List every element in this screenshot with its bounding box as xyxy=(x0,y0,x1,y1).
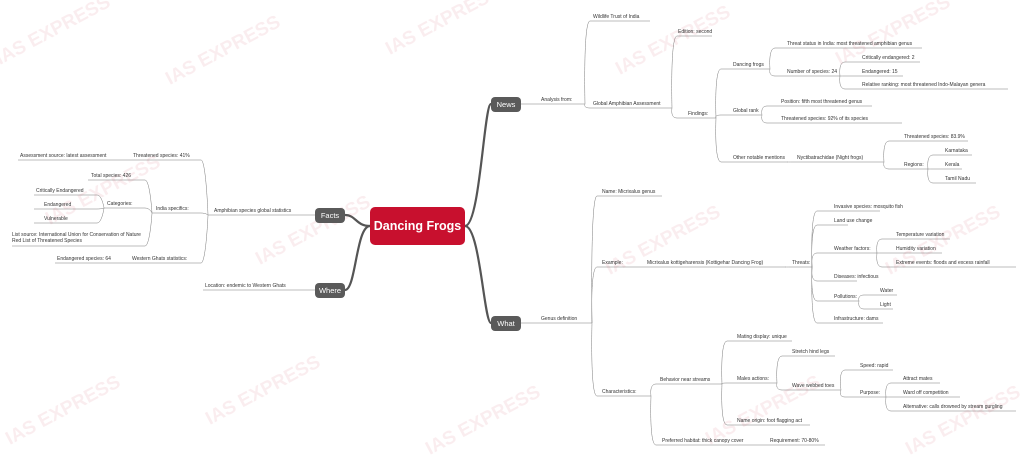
node-purpose[interactable]: Purpose: xyxy=(860,390,881,396)
node-mating-display[interactable]: Mating display: unique xyxy=(737,334,787,340)
node-regions[interactable]: Regions: xyxy=(904,162,924,168)
node-weather-factors[interactable]: Weather factors: xyxy=(834,246,871,252)
node-alternative[interactable]: Alternative: calls drowned by stream gur… xyxy=(903,404,1003,410)
node-diseases[interactable]: Diseases: infectious xyxy=(834,274,879,280)
node-threatened-41[interactable]: Threatened species: 41% xyxy=(133,153,190,159)
node-males-actions[interactable]: Males actions: xyxy=(737,376,769,382)
node-temperature[interactable]: Temperature variation xyxy=(896,232,945,238)
node-number-of-species[interactable]: Number of species: 24 xyxy=(787,69,838,75)
node-requirement[interactable]: Requirement: 70-80% xyxy=(770,438,819,444)
node-india-specifics[interactable]: India specifics: xyxy=(156,206,189,212)
node-position[interactable]: Position: fifth most threatened genus xyxy=(781,99,863,105)
node-kerala[interactable]: Kerala xyxy=(945,162,960,168)
node-nyctibatrachidae[interactable]: Nyctibatrachidae (Night frogs) xyxy=(797,155,864,161)
node-global-statistics[interactable]: Amphibian species global statistics xyxy=(214,208,292,214)
node-cat-critically-endangered[interactable]: Critically Endangered xyxy=(36,188,84,194)
node-wg-endangered[interactable]: Endangered species: 64 xyxy=(57,256,111,262)
node-stretch-legs[interactable]: Stretch hind legs xyxy=(792,349,830,355)
node-threat-status[interactable]: Threat status in India: most threatened … xyxy=(787,41,913,47)
node-cat-vulnerable[interactable]: Vulnerable xyxy=(44,216,68,222)
node-characteristics[interactable]: Characteristics: xyxy=(602,389,637,395)
node-genus-definition[interactable]: Genus definition xyxy=(541,316,578,322)
node-preferred-habitat[interactable]: Preferred habitat: thick canopy cover xyxy=(662,438,744,444)
node-infrastructure[interactable]: Infrastructure: dams xyxy=(834,316,879,322)
node-global-amphibian-assessment[interactable]: Global Amphibian Assessment xyxy=(593,101,661,107)
node-wave-toes[interactable]: Wave webbed toes xyxy=(792,383,835,389)
branch-what[interactable]: What xyxy=(491,316,521,331)
node-endangered[interactable]: Endangered: 15 xyxy=(862,69,898,75)
node-threatened-species[interactable]: Threatened species: 92% of its species xyxy=(781,116,868,122)
branch-facts[interactable]: Facts xyxy=(315,208,345,223)
node-global-rank[interactable]: Global rank xyxy=(733,108,759,114)
node-tamil-nadu[interactable]: Tamil Nadu xyxy=(945,176,971,182)
node-threats[interactable]: Threats: xyxy=(792,260,811,266)
node-western-ghats[interactable]: Western Ghats statistics: xyxy=(132,256,188,262)
node-categories[interactable]: Categories: xyxy=(107,201,133,207)
node-wildlife-trust[interactable]: Wildlife Trust of India xyxy=(593,14,640,20)
node-other-mentions[interactable]: Other notable mentions xyxy=(733,155,785,161)
node-attract-mates[interactable]: Attract mates xyxy=(903,376,933,382)
node-example[interactable]: Example: xyxy=(602,260,623,266)
node-pollutions[interactable]: Pollutions: xyxy=(834,294,858,300)
node-list-source[interactable]: List source: International Union for Con… xyxy=(12,232,141,244)
node-genus-name[interactable]: Name: Micrixalus genus xyxy=(602,189,656,195)
node-light[interactable]: Light xyxy=(880,302,891,308)
node-critically-endangered[interactable]: Critically endangered: 2 xyxy=(862,55,915,61)
node-extreme-events[interactable]: Extreme events: floods and excess rainfa… xyxy=(896,260,990,266)
node-speed[interactable]: Speed: rapid xyxy=(860,363,889,369)
node-night-frogs-threatened[interactable]: Threatened species: 83.9% xyxy=(904,134,965,140)
node-dancing-frogs[interactable]: Dancing frogs xyxy=(733,62,764,68)
node-humidity[interactable]: Humidity variation xyxy=(896,246,936,252)
node-karnataka[interactable]: Karnataka xyxy=(945,148,968,154)
node-edition[interactable]: Edition: second xyxy=(678,29,713,35)
node-cat-endangered[interactable]: Endangered xyxy=(44,202,72,208)
node-name-origin[interactable]: Name origin: foot flagging act xyxy=(737,418,803,424)
node-location[interactable]: Location: endemic to Western Ghats xyxy=(205,283,286,289)
node-species[interactable]: Micrixalus kottigeharensis (Kottigehar D… xyxy=(647,260,764,266)
node-findings[interactable]: Findings: xyxy=(688,111,709,117)
node-water[interactable]: Water xyxy=(880,288,894,294)
central-topic[interactable]: Dancing Frogs xyxy=(370,207,465,245)
node-analysis-from[interactable]: Analysis from: xyxy=(541,97,573,103)
node-invasive-species[interactable]: Invasive species: mosquito fish xyxy=(834,204,903,210)
node-behavior[interactable]: Behavior near streams xyxy=(660,377,711,383)
node-ward-off[interactable]: Ward off competition xyxy=(903,390,949,396)
node-relative-ranking[interactable]: Relative ranking: most threatened Indo-M… xyxy=(862,82,986,88)
node-total-species[interactable]: Total species: 426 xyxy=(91,173,132,179)
node-assessment-source[interactable]: Assessment source: latest assessment xyxy=(20,153,107,159)
branch-where[interactable]: Where xyxy=(315,283,345,298)
branch-news[interactable]: News xyxy=(491,97,521,112)
node-land-use[interactable]: Land use change xyxy=(834,218,873,224)
